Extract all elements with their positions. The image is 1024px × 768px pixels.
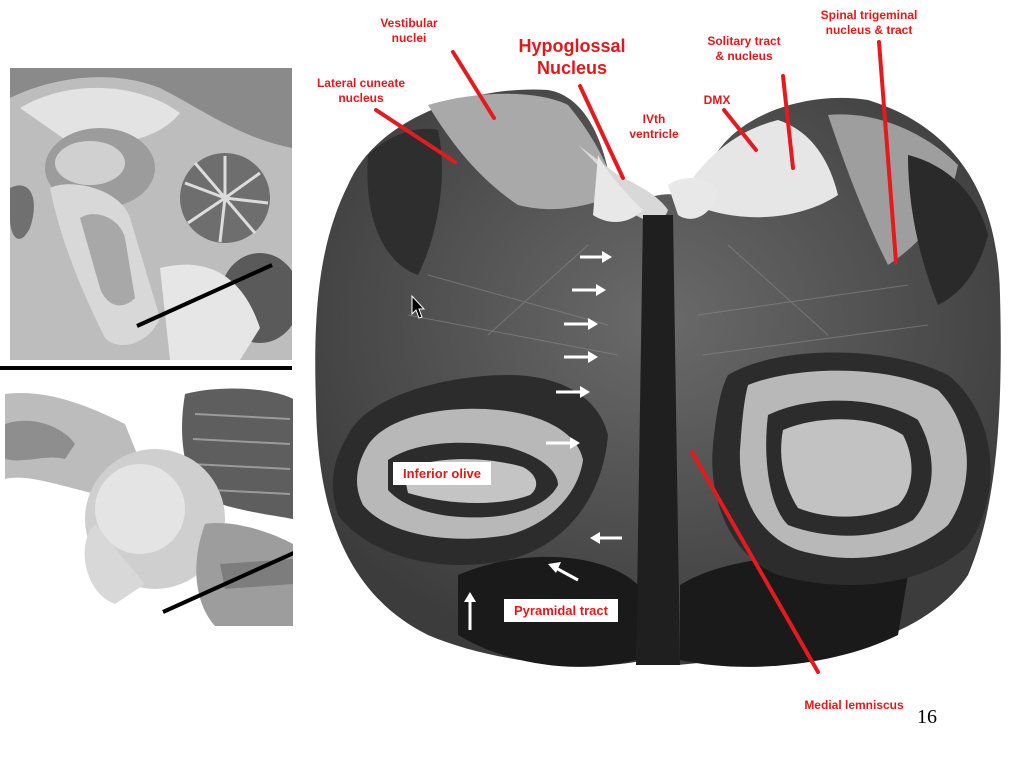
panel-divider: [0, 366, 292, 370]
pointer-line-lateral-cuneate: [374, 108, 457, 164]
section-plane-line: [136, 263, 273, 328]
page-number: 16: [917, 706, 937, 728]
sagittal-brain-photo: [10, 68, 292, 360]
label-pyramidal-tract: Pyramidal tract: [504, 599, 618, 622]
pointer-line-medial-lemniscus: [690, 450, 820, 674]
arrow-white-icon: [556, 386, 590, 398]
label-solitary-tract: Solitary tract& nucleus: [707, 34, 781, 63]
brainstem-ventral-photo: [5, 384, 293, 626]
pointer-line-hypoglossal: [578, 84, 625, 180]
label-medial-lemniscus: Medial lemniscus: [804, 698, 904, 712]
arrow-white-icon: [564, 318, 598, 330]
arrow-white-icon: [590, 532, 622, 544]
arrow-white-icon: [546, 437, 580, 449]
arrow-white-icon: [572, 284, 606, 296]
pointer-line-spinal-trigeminal: [877, 40, 898, 264]
mouse-pointer-icon: [411, 294, 426, 319]
arrow-white-icon: [580, 251, 612, 263]
medulla-section-image: [308, 75, 1008, 685]
pointer-line-vestibular: [451, 50, 496, 120]
label-inferior-olive: Inferior olive: [393, 462, 492, 485]
pointer-line-dmx: [722, 108, 758, 152]
arrow-white-icon: [564, 351, 598, 363]
section-plane-line-lower: [162, 551, 293, 614]
arrow-white-icon: [548, 562, 579, 582]
pointer-line-solitary: [781, 74, 795, 170]
arrow-white-icon: [464, 592, 476, 630]
label-dmx: DMX: [703, 93, 731, 107]
